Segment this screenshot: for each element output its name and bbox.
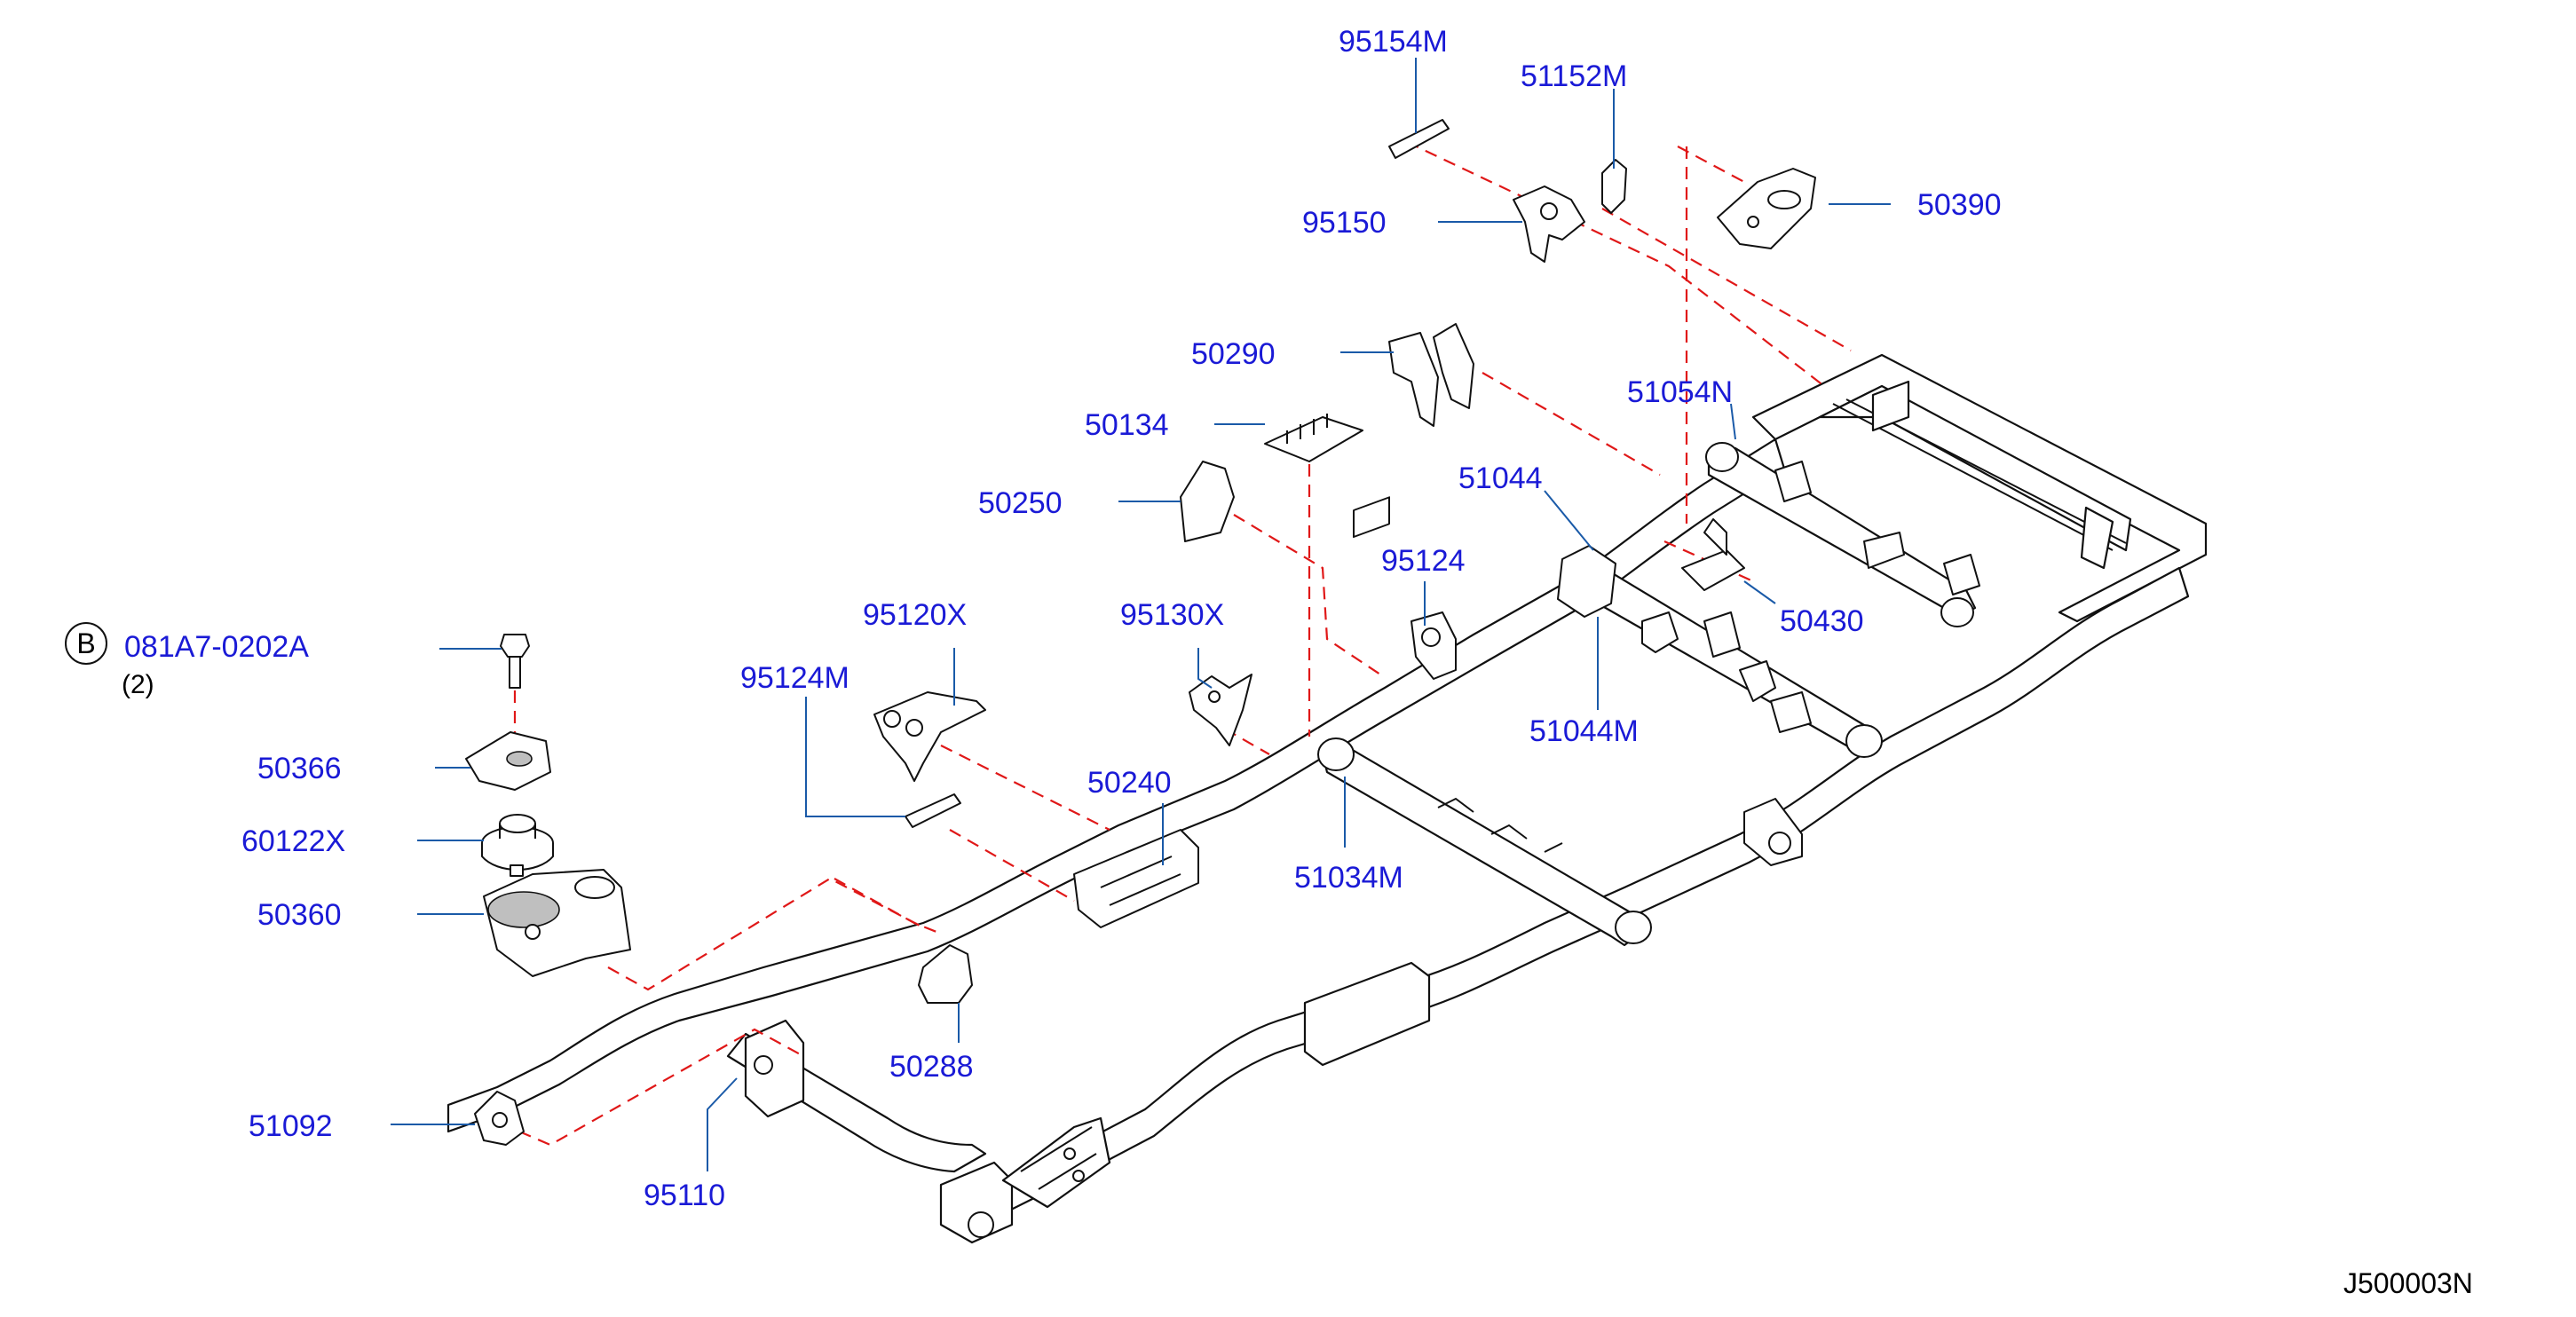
callout-51092: 51092 xyxy=(249,1109,333,1143)
callout-60122X: 60122X xyxy=(241,824,345,858)
leader-lines xyxy=(391,58,1891,1171)
callout-51044: 51044 xyxy=(1458,461,1543,495)
part-50250-icon xyxy=(1180,461,1235,542)
loose-parts xyxy=(465,119,1816,1146)
bolt-icon xyxy=(500,634,530,689)
bolt-badge-letter: B xyxy=(76,627,95,659)
part-50134-icon xyxy=(1264,416,1363,462)
bolt-part-code: 081A7-0202A xyxy=(124,630,309,664)
chassis-frame xyxy=(446,353,2208,1244)
callout-95124M: 95124M xyxy=(740,661,849,695)
callout-95124: 95124 xyxy=(1381,544,1466,578)
callout-50240: 50240 xyxy=(1087,766,1172,800)
part-95150-icon xyxy=(1513,185,1585,263)
callout-50366: 50366 xyxy=(257,752,342,785)
callout-50360: 50360 xyxy=(257,898,342,932)
callout-50134: 50134 xyxy=(1085,408,1169,442)
callout-95120X: 95120X xyxy=(863,598,967,632)
bolt-quantity: (2) xyxy=(122,670,154,699)
bolt-badge-circle xyxy=(65,622,107,665)
callout-50430: 50430 xyxy=(1780,604,1864,638)
callout-50390: 50390 xyxy=(1917,188,2002,222)
callout-51034M: 51034M xyxy=(1294,861,1403,895)
part-50430-icon xyxy=(1681,549,1745,591)
callout-50250: 50250 xyxy=(978,486,1063,520)
callout-50290: 50290 xyxy=(1191,337,1276,371)
part-50390-icon xyxy=(1717,168,1816,249)
callout-95150: 95150 xyxy=(1302,206,1387,240)
callout-labels: 95154M 51152M 95150 50390 50290 51054N 5… xyxy=(241,25,2002,1212)
part-95154M-icon xyxy=(1388,119,1450,159)
part-95120X-icon xyxy=(873,691,986,782)
part-50290-icon xyxy=(1388,332,1439,427)
part-50360-icon xyxy=(483,869,631,977)
figure-code: J500003N xyxy=(2343,1267,2473,1299)
callout-51044M: 51044M xyxy=(1529,714,1639,748)
part-50288-icon xyxy=(918,944,973,1004)
callout-95154M: 95154M xyxy=(1339,25,1448,59)
part-95130X-icon xyxy=(1189,674,1252,746)
callout-51152M: 51152M xyxy=(1521,59,1627,93)
part-60122X-icon xyxy=(481,814,554,877)
callout-95110: 95110 xyxy=(644,1179,725,1212)
part-95124M-icon xyxy=(905,793,961,828)
callout-51054N: 51054N xyxy=(1627,375,1733,409)
part-51152M-icon xyxy=(1601,159,1627,214)
part-50240-icon xyxy=(1073,829,1199,928)
callout-95130X: 95130X xyxy=(1120,598,1224,632)
assembly-link-lines xyxy=(513,141,1852,1147)
bolt-callout: B 081A7-0202A (2) xyxy=(65,622,309,699)
callout-50288: 50288 xyxy=(889,1050,974,1084)
